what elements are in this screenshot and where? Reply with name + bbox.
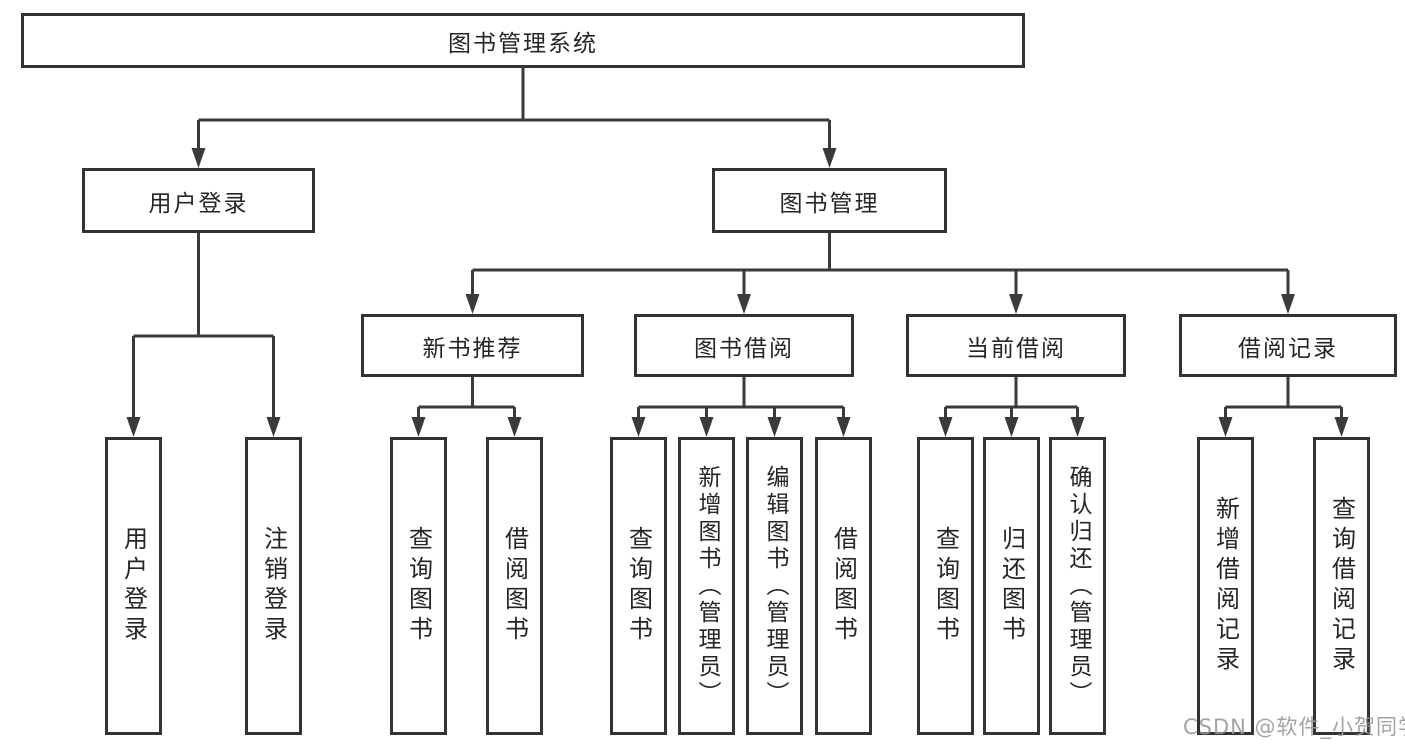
node-user-login: 用户登录 [82, 168, 315, 233]
leaf-query-borrow-record: 查询借阅记录 [1313, 437, 1370, 735]
csdn-watermark: CSDN @软件_小贺同学 [1183, 715, 1405, 739]
leaf-logout: 注销登录 [245, 437, 302, 735]
node-label: 新书推荐 [422, 335, 523, 362]
leaf-label: 借阅图书 [829, 526, 858, 646]
leaf-label: 查询借阅记录 [1327, 496, 1356, 676]
leaf-confirm-return-admin: 确认归还（管理员） [1049, 437, 1106, 735]
leaf-label: 注销登录 [259, 526, 288, 646]
leaf-user-login: 用户登录 [105, 437, 162, 735]
leaf-label: 确认归还（管理员） [1065, 464, 1091, 708]
node-label: 图书借阅 [694, 335, 794, 362]
connector-level3-shafts [471, 270, 1290, 296]
node-system-root: 图书管理系统 [21, 13, 1025, 68]
connector-user-branch [132, 233, 275, 419]
leaf-label: 查询图书 [624, 526, 653, 646]
leaf-label: 用户登录 [119, 526, 148, 646]
node-book-management: 图书管理 [712, 168, 947, 233]
leaf-edit-books-admin: 编辑图书（管理员） [746, 437, 803, 735]
leaf-add-borrow-record: 新增借阅记录 [1197, 437, 1254, 735]
leaf-query-books-borrow: 查询图书 [610, 437, 667, 735]
leaf-add-books-admin: 新增图书（管理员） [678, 437, 735, 735]
node-label: 当前借阅 [966, 335, 1066, 362]
leaf-label: 查询图书 [404, 526, 433, 646]
leaf-return-books: 归还图书 [983, 437, 1040, 735]
leaf-label: 编辑图书（管理员） [762, 464, 788, 708]
leaf-query-books-recommend: 查询图书 [390, 437, 447, 735]
leaf-label: 归还图书 [997, 526, 1026, 646]
node-label: 图书管理系统 [448, 30, 598, 57]
leaf-query-books-current: 查询图书 [917, 437, 974, 735]
node-label: 图书管理 [779, 190, 880, 217]
leaf-label: 借阅图书 [500, 526, 529, 646]
leaf-borrow-books: 借阅图书 [815, 437, 872, 735]
leaf-label: 新增借阅记录 [1211, 496, 1240, 676]
node-label: 用户登录 [148, 190, 249, 217]
connector-current-branch [944, 377, 1079, 419]
node-label: 借阅记录 [1238, 335, 1338, 362]
node-current-borrow: 当前借阅 [906, 314, 1126, 377]
leaf-label: 查询图书 [931, 526, 960, 646]
leaf-borrow-books-recommend: 借阅图书 [486, 437, 543, 735]
node-book-borrow: 图书借阅 [634, 314, 854, 377]
connector-borrow-branch [637, 377, 845, 419]
connector-newbooks-branch [417, 377, 516, 419]
leaf-label: 新增图书（管理员） [694, 464, 720, 708]
node-new-book-recommend: 新书推荐 [361, 314, 584, 377]
connector-records-branch [1224, 377, 1343, 419]
node-borrow-records: 借阅记录 [1179, 314, 1397, 377]
